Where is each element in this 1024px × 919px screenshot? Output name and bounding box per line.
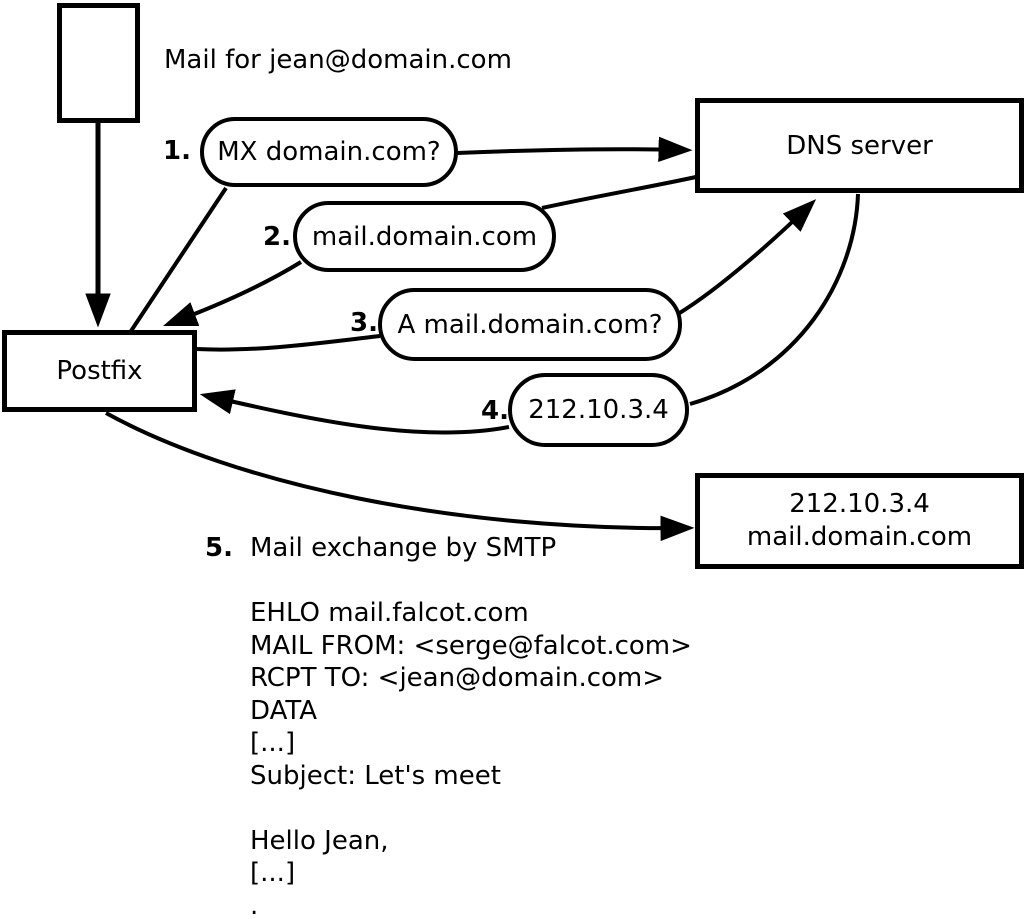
smtp-line: Hello Jean, bbox=[250, 825, 389, 856]
step-1-number: 1. bbox=[163, 136, 191, 166]
step-4-pill: 212.10.3.4 bbox=[508, 373, 689, 447]
smtp-line: EHLO mail.falcot.com bbox=[250, 598, 529, 628]
step-4-number: 4. bbox=[481, 396, 509, 426]
mail-server-ip: 212.10.3.4 bbox=[789, 489, 930, 519]
step-3-pill: A mail.domain.com? bbox=[378, 288, 682, 361]
step-5-number: 5. bbox=[205, 533, 233, 563]
line-postfix-to-step1 bbox=[129, 186, 228, 333]
line-dns-to-step2 bbox=[541, 175, 697, 210]
dns-server-label: DNS server bbox=[786, 130, 933, 161]
arrow-step4-to-postfix bbox=[199, 389, 510, 435]
smtp-line: RCPT TO: <jean@domain.com> bbox=[250, 663, 665, 693]
smtp-line: [...] bbox=[250, 858, 296, 888]
smtp-session-text: EHLO mail.falcot.com MAIL FROM: <serge@f… bbox=[250, 597, 692, 919]
line-postfix-to-step3 bbox=[195, 334, 381, 352]
step-4-label: 212.10.3.4 bbox=[528, 395, 669, 425]
postfix-box: Postfix bbox=[2, 330, 197, 412]
arrow-step3-to-dns bbox=[676, 199, 817, 316]
arrow-postfix-to-mailserver bbox=[105, 411, 695, 542]
smtp-line-blank bbox=[250, 792, 692, 825]
step-2-label: mail.domain.com bbox=[311, 221, 538, 252]
mail-for-label: Mail for jean@domain.com bbox=[164, 45, 512, 75]
smtp-line: MAIL FROM: <serge@falcot.com> bbox=[250, 630, 692, 661]
step-2-pill: mail.domain.com bbox=[293, 201, 556, 272]
mail-server-hostname: mail.domain.com bbox=[746, 522, 973, 552]
mail-server-box: 212.10.3.4 mail.domain.com bbox=[695, 473, 1024, 569]
postfix-label: Postfix bbox=[56, 356, 143, 386]
line-dns-to-step4 bbox=[689, 193, 860, 406]
arrow-step1-to-dns bbox=[456, 136, 693, 163]
smtp-line: [...] bbox=[250, 728, 296, 758]
step-1-label: MX domain.com? bbox=[217, 137, 441, 167]
arrow-step2-to-postfix bbox=[163, 260, 303, 327]
dns-server-box: DNS server bbox=[695, 98, 1024, 193]
step-1-pill: MX domain.com? bbox=[200, 117, 458, 187]
step-3-number: 3. bbox=[350, 308, 378, 338]
smtp-line: Subject: Let's meet bbox=[250, 760, 501, 791]
step-5-label: Mail exchange by SMTP bbox=[250, 533, 557, 563]
smtp-line: DATA bbox=[250, 695, 317, 726]
smtp-line: . bbox=[250, 890, 259, 919]
step-2-number: 2. bbox=[263, 222, 291, 252]
mail-message-box bbox=[57, 3, 140, 123]
step-3-label: A mail.domain.com? bbox=[397, 309, 663, 340]
